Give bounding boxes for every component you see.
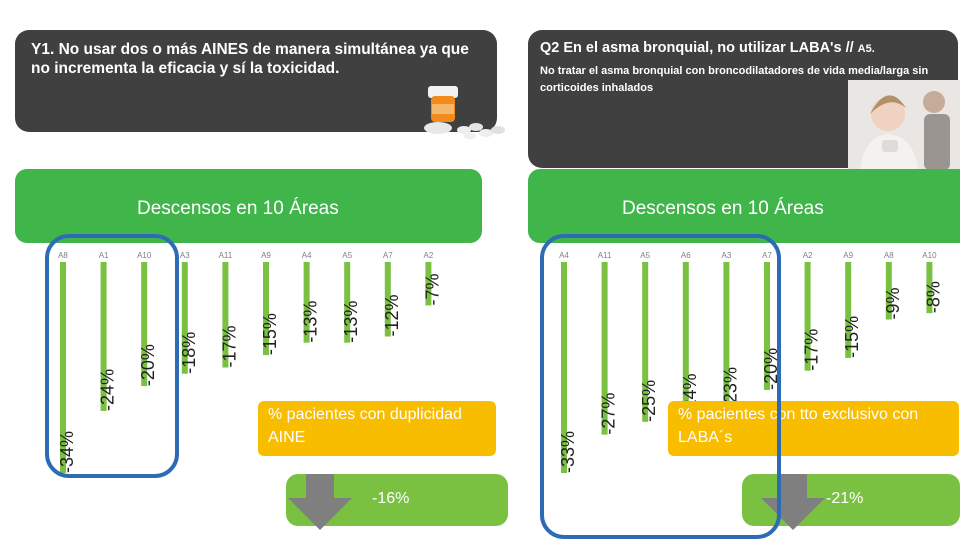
tick-label: A2 [424,251,434,260]
pill-bottle-image [424,86,505,140]
data-label: -9% [883,288,903,320]
tick-label: A10 [922,251,937,260]
bar-a5 [642,262,649,422]
data-label: -17% [219,325,239,367]
data-label: -23% [720,367,740,409]
question-title-right: Q2 En el asma bronquial, no utilizar LAB… [540,39,875,57]
tick-label: A9 [843,251,853,260]
section-band-left [15,169,482,243]
tick-label: A3 [722,251,732,260]
bar-a3 [181,262,188,374]
data-label: -8% [923,281,943,313]
bar-a6 [682,262,689,416]
data-label: -17% [802,329,822,371]
data-label: -20% [761,348,781,390]
bar-a8 [885,262,892,320]
tick-label: A7 [383,251,393,260]
tick-label: A6 [681,251,691,260]
bar-a3 [723,262,730,410]
bar-a11 [222,262,229,368]
data-label: -24% [98,369,118,411]
section-title-left: Descensos en 10 Áreas [137,198,339,219]
highlight-frame-right [540,234,781,539]
overall-result-left: -16% [372,490,410,507]
data-label: -13% [341,301,361,343]
data-label: -20% [138,344,158,386]
data-label: -15% [260,313,280,355]
tick-label: A10 [137,251,152,260]
tick-label: A5 [342,251,352,260]
data-label: -33% [558,431,578,473]
asthma-photo-image [848,80,960,170]
data-label: -25% [639,380,659,422]
bar-a7 [764,262,770,390]
bar-a11 [601,262,608,435]
data-label: -7% [422,273,442,305]
tick-label: A2 [803,251,813,260]
tick-label: A3 [180,251,190,260]
indicator-box-left: % pacientes con duplicidad AINE [258,401,496,456]
tick-label: A11 [598,251,612,260]
question-tag: A5. [857,43,875,55]
bar-a2 [425,262,432,306]
bar-a2 [804,262,811,371]
bar-a4 [303,262,310,343]
question-title-left: Y1. No usar dos o más AINES de manera si… [31,41,469,78]
tick-label: A9 [261,251,271,260]
chart-left: A8-34%A1-24%A10-20%A3-18%A11-17%A9-15%A4… [57,251,442,473]
tick-label: A11 [219,251,233,260]
bar-a8 [60,262,66,473]
data-label: -18% [179,332,199,374]
bar-a10 [926,262,933,314]
question-subtitle-right: No tratar el asma bronquial con broncodi… [540,65,929,94]
tick-label: A5 [640,251,650,260]
question-box-left: Y1. No usar dos o más AINES de manera si… [15,30,497,132]
bar-a7 [384,262,391,337]
section-band-right [528,169,960,243]
data-label: -15% [842,316,862,358]
tick-label: A8 [884,251,894,260]
question-title-main: Q2 En el asma bronquial, no utilizar LAB… [540,40,854,56]
indicator-box-right: % pacientes con tto exclusivo con LABA´s [668,401,959,456]
bar-a1 [100,262,107,411]
bar-a4 [561,262,567,473]
bar-a5 [344,262,351,343]
bar-a9 [263,262,269,356]
tick-label: A4 [302,251,312,260]
highlight-frame-left [45,234,179,478]
overall-result-right: -21% [826,490,864,507]
data-label: -27% [599,393,619,435]
tick-label: A1 [99,251,109,260]
bar-a9 [845,262,852,358]
data-label: -13% [301,301,321,343]
data-label: -12% [382,294,402,336]
section-title-right: Descensos en 10 Áreas [622,198,824,219]
chart-right: A4-33%A11-27%A5-25%A6-24%A3-23%A7-20%A2-… [558,251,943,473]
tick-label: A4 [559,251,569,260]
bar-a10 [141,262,148,387]
